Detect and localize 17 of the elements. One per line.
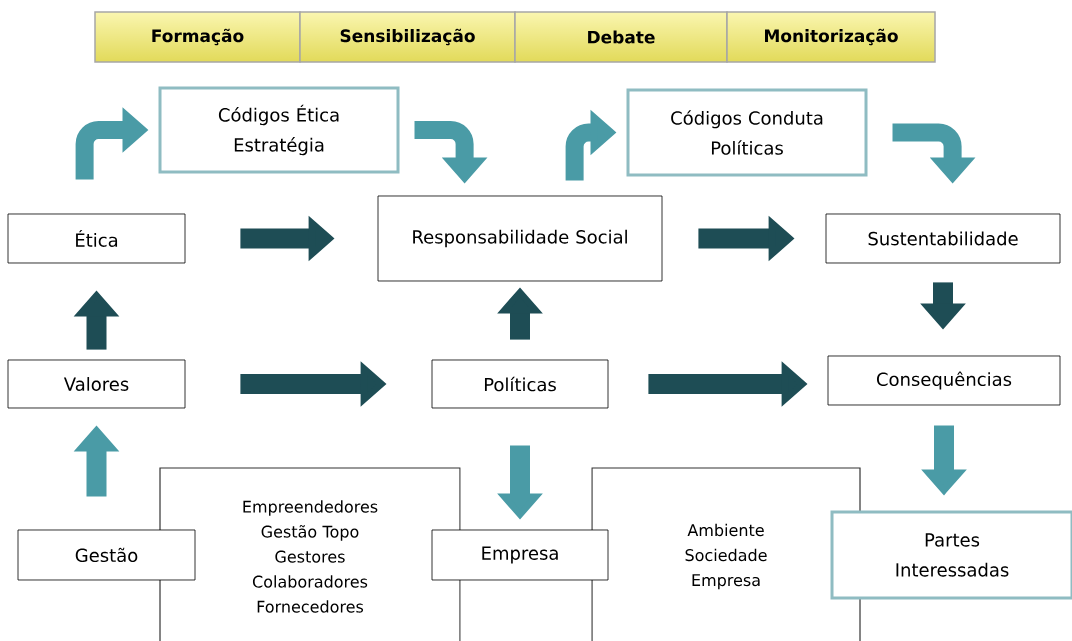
concept-box: Códigos Ética Estratégia <box>158 86 400 174</box>
concept-box: Partes Interessadas <box>830 510 1072 600</box>
concept-box: Consequências <box>827 355 1061 406</box>
concept-box: Empresa <box>431 529 609 581</box>
header-band: Formação <box>94 11 301 63</box>
list-box: Empreendedores Gestão Topo Gestores Colaboradores Fornecedores <box>159 467 461 641</box>
header-band: Debate <box>514 11 728 63</box>
concept-box: Responsabilidade Social <box>377 195 663 282</box>
concept-box: Valores <box>7 359 186 409</box>
concept-box: Políticas <box>431 359 609 409</box>
concept-box: Códigos Conduta Políticas <box>626 88 868 177</box>
list-box: Ambiente Sociedade Empresa <box>591 467 861 641</box>
concept-box: Ética <box>7 213 186 264</box>
header-band: Monitorização <box>726 11 936 63</box>
concept-box: Gestão <box>17 529 196 581</box>
concept-box: Sustentabilidade <box>825 213 1061 264</box>
header-band: Sensibilização <box>299 11 516 63</box>
